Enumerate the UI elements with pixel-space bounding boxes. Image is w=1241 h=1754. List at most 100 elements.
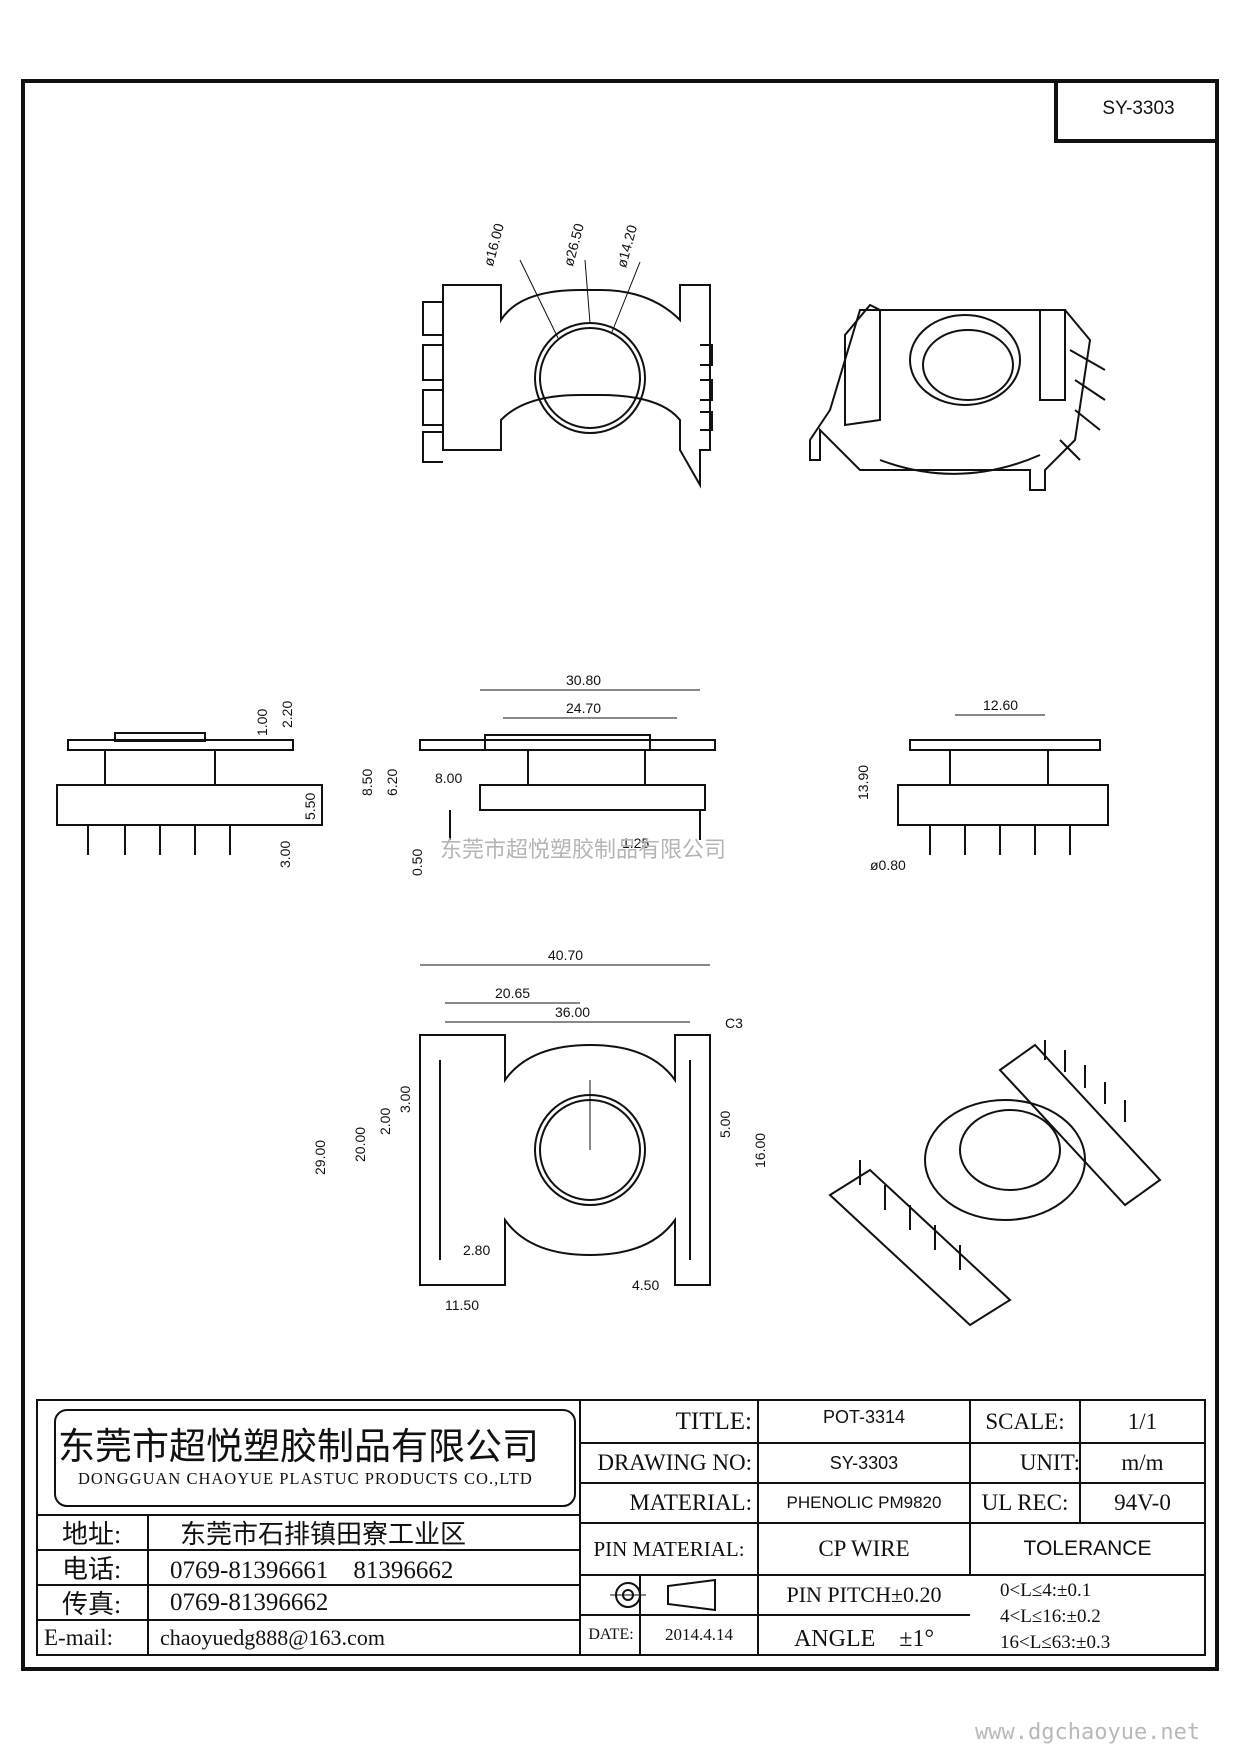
dim-h-5-50: 5.50	[302, 793, 318, 820]
material-value: PHENOLIC PM9820	[786, 1493, 942, 1512]
iso-view-bottom	[828, 1040, 1162, 1327]
dim-pin-d: ø0.80	[870, 857, 906, 873]
address-value: 东莞市石排镇田寮工业区	[180, 1520, 467, 1549]
side-mid-top-plate	[419, 739, 716, 751]
top-view-bore-outer	[534, 322, 646, 434]
iso-top-bore-outer	[909, 314, 1021, 406]
scale-value: 1/1	[1127, 1408, 1158, 1434]
drawing-frame	[21, 79, 1219, 1671]
tolerance-row-3: 16<L≤63:±0.3	[1000, 1632, 1111, 1653]
iso-bottom-back-pins	[1044, 1040, 1126, 1122]
material-label: MATERIAL:	[629, 1490, 752, 1515]
title-value: POT-3314	[822, 1407, 906, 1427]
leader-d2	[584, 259, 591, 324]
fax-value: 0769-81396662	[170, 1588, 329, 1616]
dim-w-8-00: 8.00	[435, 770, 462, 786]
iso-bottom-bore-inner	[959, 1109, 1061, 1191]
email-label: E-mail:	[44, 1624, 113, 1650]
dim-w-11-50: 11.50	[445, 1297, 479, 1313]
iso-bottom-back-rail	[998, 1043, 1162, 1207]
date-label: DATE:	[588, 1626, 634, 1643]
iso-top-outline	[809, 309, 1092, 491]
dim-d2: ø26.50	[560, 221, 587, 267]
side-right-top-plate	[909, 739, 1101, 751]
company-name-cn: 东莞市超悦塑胶制品有限公司	[58, 1426, 539, 1468]
email-value: chaoyuedg888@163.com	[160, 1624, 385, 1650]
iso-top-bore-inner	[922, 329, 1014, 401]
title-block-grid	[36, 1399, 1206, 1656]
angle-tolerance: ANGLE ±1°	[793, 1625, 935, 1652]
top-view-right-tabs	[700, 344, 713, 431]
leader-d1	[519, 259, 559, 339]
side-mid-boss	[484, 734, 651, 751]
pin-pitch: PIN PITCH±0.20	[786, 1582, 942, 1607]
dim-d3: ø14.20	[613, 223, 640, 269]
tolerance-row-1: 0<L≤4:±0.1	[1000, 1580, 1092, 1601]
iso-bottom-front-rail	[828, 1168, 1012, 1327]
dim-h-2-00: 2.00	[377, 1108, 393, 1135]
company-name-en: DONGGUAN CHAOYUE PLASTUC PRODUCTS CO.,LT…	[78, 1468, 533, 1488]
pin-material-label: PIN MATERIAL:	[593, 1536, 745, 1561]
dim-h-2-20: 2.20	[279, 701, 295, 728]
phone-label: 电话:	[62, 1555, 122, 1584]
side-left-top-boss	[114, 732, 206, 742]
drawing-no-label: DRAWING NO:	[597, 1450, 752, 1475]
drawing-code-box: SY-3303	[1054, 79, 1219, 143]
dim-w-20-65: 20.65	[495, 985, 530, 1001]
side-left-pins	[87, 825, 231, 855]
watermark-url: www.dgchaoyue.net	[975, 1720, 1201, 1745]
iso-bottom-front-pins	[859, 1160, 961, 1270]
drawing-no-value: SY-3303	[829, 1452, 899, 1473]
side-right-base	[897, 784, 1109, 826]
ul-rec-value: 94V-0	[1114, 1490, 1171, 1515]
dim-w-24-70: 24.70	[566, 700, 601, 716]
side-view-left: 1.00 2.20 5.50 3.00	[56, 701, 323, 868]
side-right-pins	[929, 825, 1071, 855]
iso-top-pins	[1059, 349, 1106, 461]
pin-material-value: CP WIRE	[818, 1536, 910, 1561]
dim-h-13-90: 13.90	[855, 765, 871, 800]
side-view-right: 12.60 13.90 ø0.80	[855, 697, 1109, 873]
iso-top-base-curve	[879, 454, 1041, 475]
phone-value: 0769-81396661 81396662	[170, 1556, 454, 1584]
dim-h-20-00: 20.00	[352, 1127, 368, 1162]
dim-h-6-20: 6.20	[384, 769, 400, 796]
side-mid-base	[479, 784, 706, 811]
watermark-company: 东莞市超悦塑胶制品有限公司	[440, 837, 727, 862]
tolerance-label: TOLERANCE	[1023, 1537, 1152, 1560]
unit-label: UNIT:	[1019, 1450, 1080, 1475]
dim-h-8-50: 8.50	[359, 769, 375, 796]
drawing-code: SY-3303	[1102, 98, 1175, 119]
title-label: TITLE:	[675, 1407, 752, 1435]
dim-h-16-00: 16.00	[752, 1133, 768, 1168]
dim-h-3-00-b: 3.00	[397, 1086, 413, 1113]
dim-h-5-00: 5.00	[717, 1111, 733, 1138]
dim-h-0-50: 0.50	[409, 849, 425, 876]
dim-chamfer: C3	[725, 1015, 743, 1031]
dim-w-36-00: 36.00	[555, 1004, 590, 1020]
projection-cone-icon	[667, 1578, 716, 1612]
leader-d3	[611, 261, 641, 333]
dim-h-3-00: 3.00	[277, 841, 293, 868]
iso-top-left-flange	[844, 303, 881, 427]
address-label: 地址:	[62, 1520, 122, 1549]
bottom-view-body	[419, 1034, 711, 1286]
bottom-view: 40.70 20.65 36.00 C3 29.00 20.00 2.00 3.…	[312, 947, 768, 1313]
dim-d1: ø16.00	[480, 221, 507, 267]
ul-rec-label: UL REC:	[981, 1490, 1069, 1515]
dim-w-12-60: 12.60	[983, 697, 1018, 713]
top-view-left-tabs	[422, 301, 443, 463]
top-view-body	[442, 284, 711, 489]
side-view-middle: 30.80 24.70 8.50 6.20 8.00 0.50 1.25	[359, 672, 716, 876]
dim-w-40-70: 40.70	[548, 947, 583, 963]
date-value: 2014.4.14	[665, 1625, 733, 1644]
tolerance-row-2: 4<L≤16:±0.2	[1000, 1606, 1101, 1627]
iso-bottom-bore-outer	[924, 1099, 1086, 1221]
dim-w-30-80: 30.80	[566, 672, 601, 688]
dim-w-2-80: 2.80	[463, 1242, 490, 1258]
iso-view-top	[809, 303, 1106, 491]
dim-w-1-25: 1.25	[622, 835, 649, 851]
dim-h-29-00: 29.00	[312, 1140, 328, 1175]
dim-w-4-50: 4.50	[632, 1277, 659, 1293]
